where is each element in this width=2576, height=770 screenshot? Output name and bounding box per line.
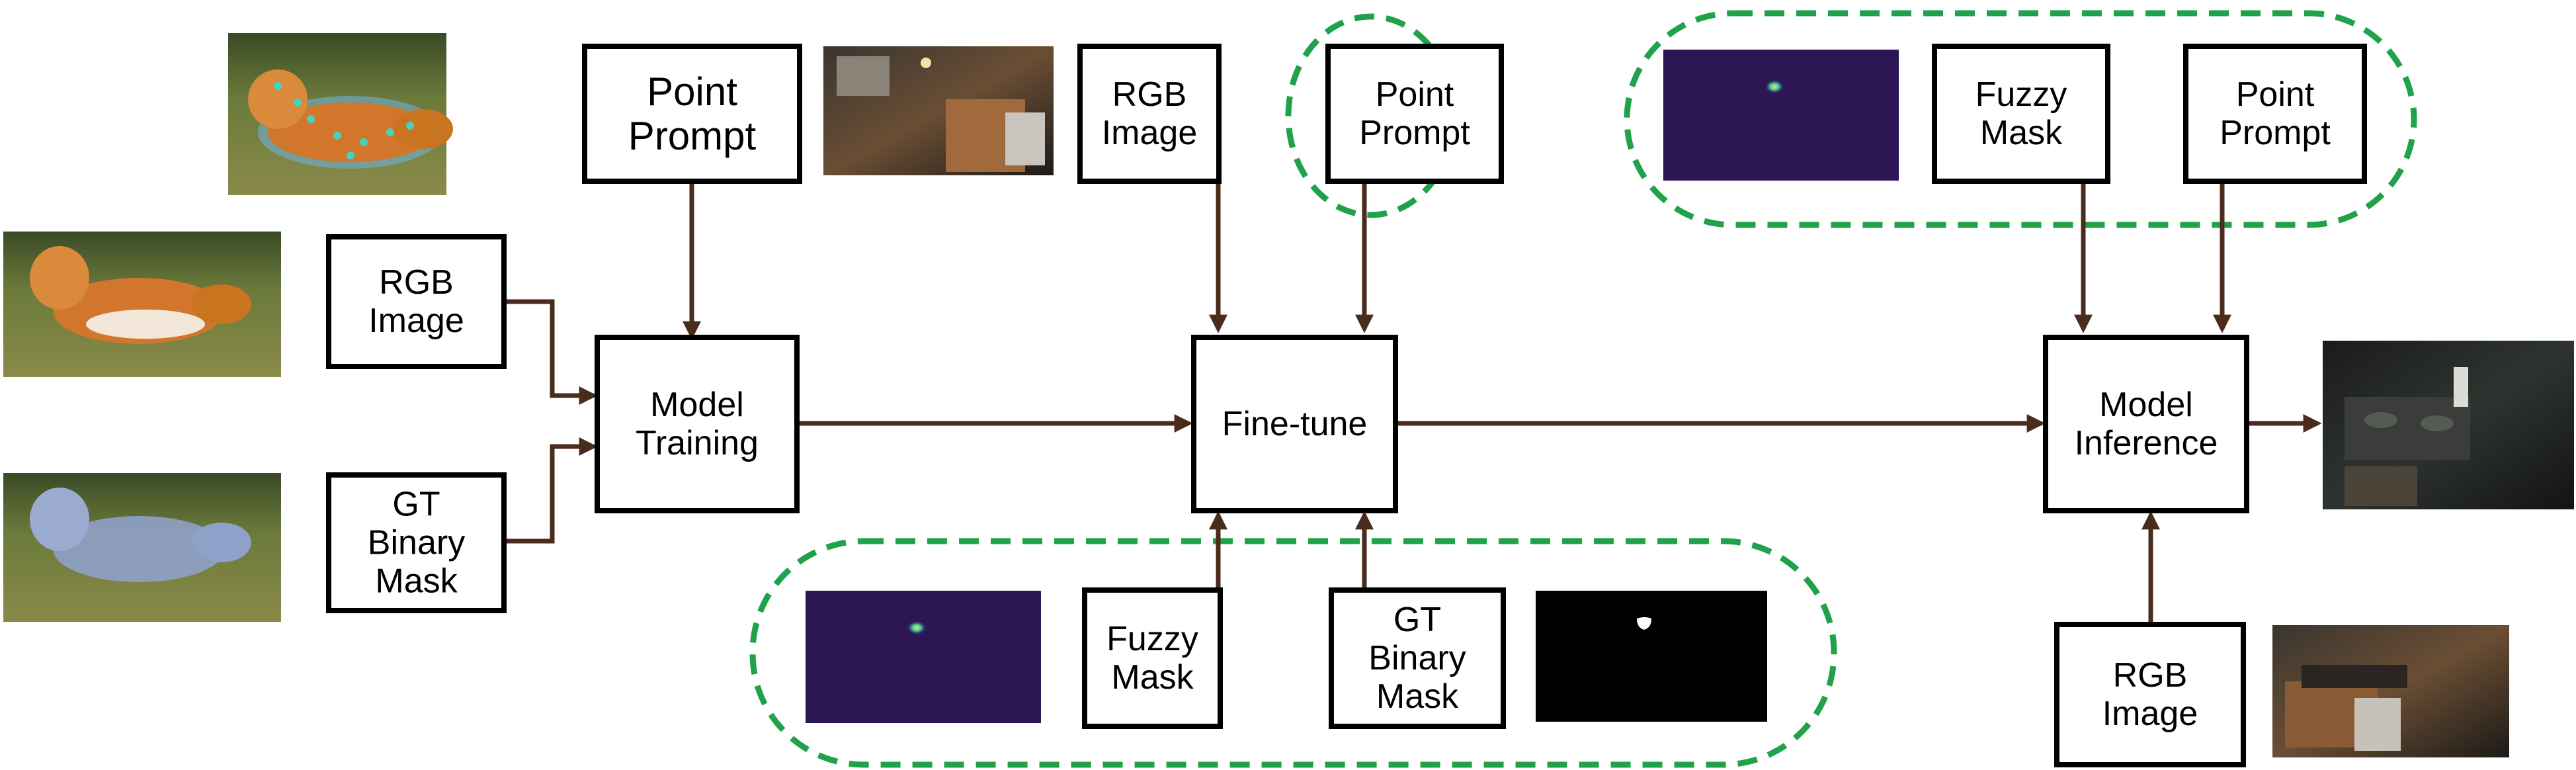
corgi-rgb-image: [3, 232, 281, 377]
point-prompt-inference-label-line: Prompt: [2220, 114, 2331, 152]
gt-binary-mask-train-label-line: GT: [392, 485, 440, 523]
point-prompt-finetune-label-line: Point: [1376, 75, 1454, 114]
fuzzy-mask-finetune-label-line: Fuzzy: [1106, 620, 1198, 658]
gt-mask-finetune-image: [1536, 591, 1767, 722]
fuzzy-mask-finetune-image: [806, 591, 1041, 723]
corgi-with-points-image: [228, 33, 453, 195]
finetune-supervision-group: [749, 538, 1837, 768]
point-prompt-train-label-line: Point: [647, 69, 737, 114]
fuzzy-mask-finetune-label-line: Mask: [1111, 658, 1194, 697]
point-prompt-inference-label-line: Point: [2236, 75, 2315, 114]
gt-binary-mask-train-label-line: Mask: [375, 562, 458, 601]
gt-binary-mask-finetune-label-line: Mask: [1376, 677, 1459, 716]
point-prompt-train-label-line: Prompt: [628, 114, 757, 158]
rgb-image-inference-label-line: RGB: [2113, 656, 2188, 695]
model-training-label-line: Training: [636, 424, 759, 462]
gt-binary-mask-finetune-label-line: GT: [1393, 601, 1441, 639]
rgb-image-finetune-label-line: RGB: [1112, 75, 1187, 114]
corgi-mask-image: [3, 473, 281, 622]
point-prompt-finetune-label-line: Prompt: [1359, 114, 1470, 152]
kitchen-finetune-image: [823, 46, 1054, 175]
gt-binary-mask-train-label-line: Binary: [368, 524, 465, 562]
rgb-image-train-label-line: Image: [368, 302, 464, 340]
rgb-image-finetune-label-line: Image: [1102, 114, 1198, 152]
rgb-image-inference-label-line: Image: [2102, 695, 2198, 733]
model-inference-label-line: Inference: [2075, 424, 2218, 462]
kitchen-output-image: [2323, 341, 2574, 509]
fine-tune-label-line: Fine-tune: [1222, 405, 1368, 443]
edge-rgb-to-training: [504, 299, 598, 405]
fine-tune-node: Fine-tune: [1191, 335, 1398, 513]
kitchen-inference-image: [2272, 625, 2509, 757]
fuzzy-mask-inference-label-line: Mask: [1980, 114, 2063, 152]
model-training-label-line: Model: [650, 386, 744, 424]
rgb-image-train-label-line: RGB: [379, 263, 454, 302]
fuzzy-mask-inference-image: [1663, 50, 1899, 181]
model-inference-label-line: Model: [2099, 386, 2193, 424]
gt-binary-mask-finetune-label-line: Binary: [1368, 639, 1466, 677]
inference-prompt-group: [1624, 10, 2417, 228]
edges: [504, 181, 2322, 624]
fuzzy-mask-inference-label-line: Fuzzy: [1975, 75, 2067, 114]
edge-gt-mask-to-training: [504, 437, 598, 544]
